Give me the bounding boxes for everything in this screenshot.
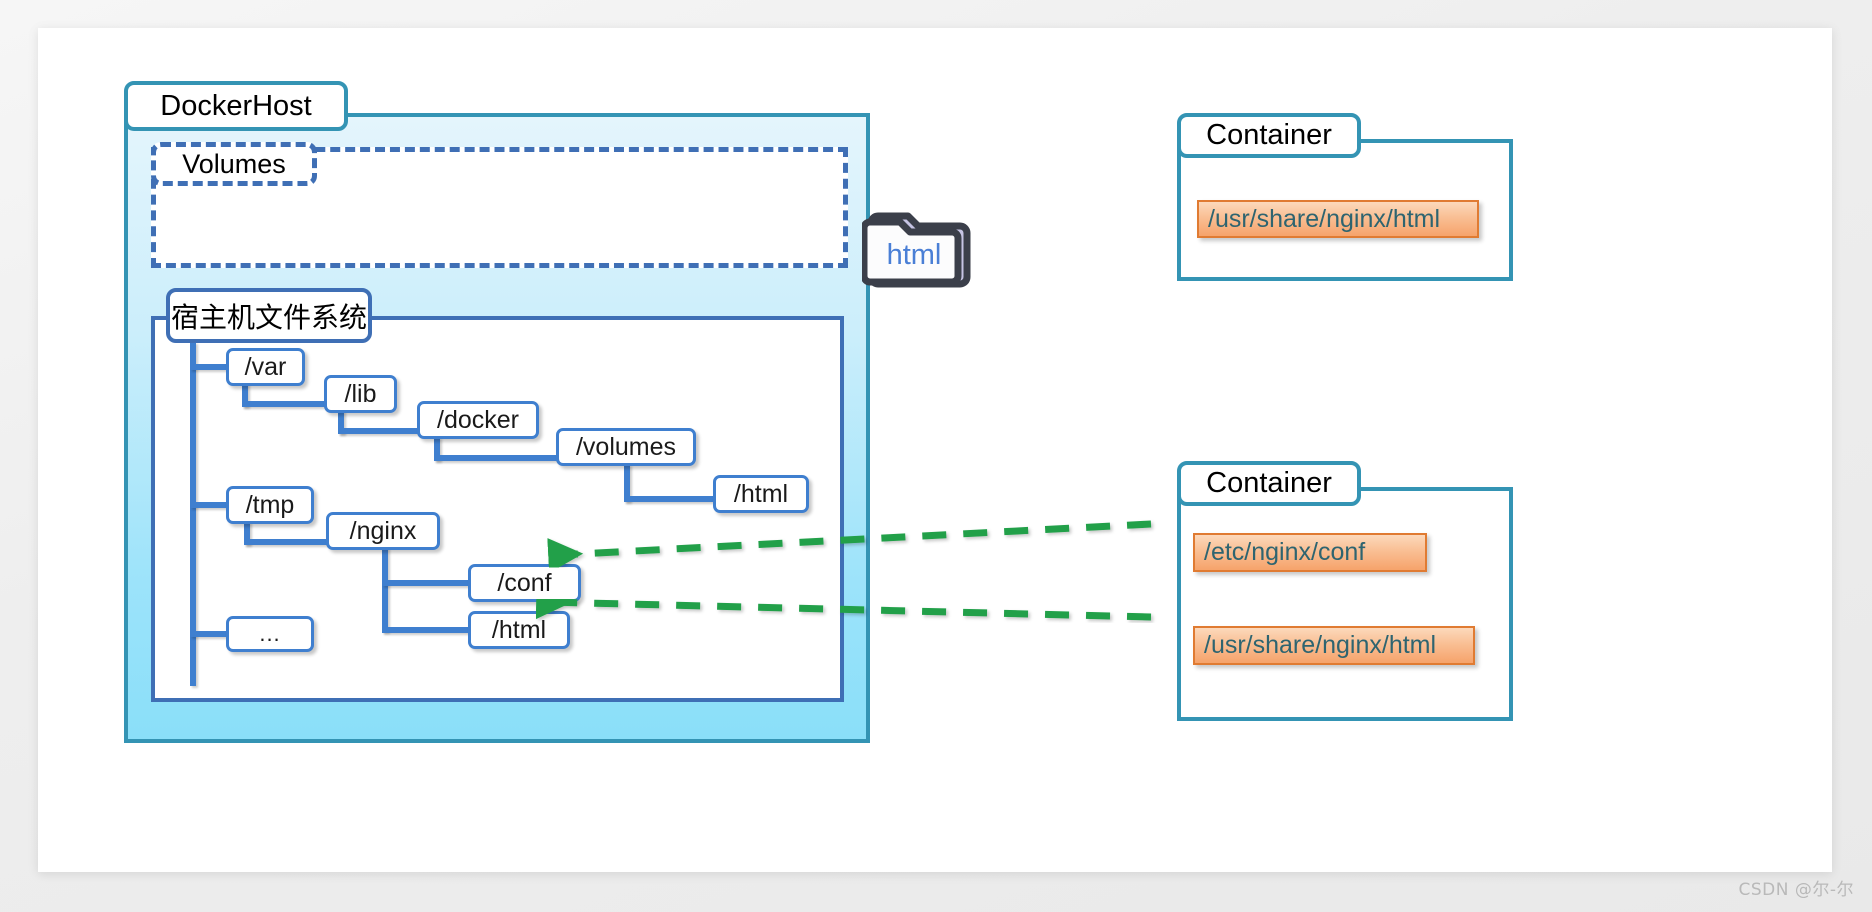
tree-line-tmp-nginx-h	[244, 539, 330, 545]
tree-node-label: /tmp	[245, 490, 295, 519]
dockerhost-title: DockerHost	[160, 89, 312, 122]
diagram-canvas: DockerHost Volumes html 宿主机文件系统	[38, 28, 1832, 872]
tree-node-label: /lib	[344, 379, 377, 408]
tree-node-label: ...	[259, 621, 281, 646]
tree-node-volumes[interactable]: /volumes	[556, 428, 696, 466]
tree-node-docker[interactable]: /docker	[417, 401, 539, 439]
container-1-title: Container	[1206, 119, 1332, 151]
container-1-path-usr-share-nginx-html[interactable]: /usr/share/nginx/html	[1197, 200, 1479, 238]
tree-node-conf[interactable]: /conf	[468, 564, 581, 602]
tree-node-ellipsis[interactable]: ...	[226, 616, 314, 652]
tree-node-tmp[interactable]: /tmp	[226, 486, 314, 524]
container-path-label: /usr/share/nginx/html	[1208, 204, 1441, 233]
tree-node-var[interactable]: /var	[226, 348, 305, 386]
tree-line-lib-docker-h	[338, 428, 420, 434]
tree-node-lib[interactable]: /lib	[324, 375, 397, 413]
tree-node-label: /conf	[497, 568, 552, 597]
volumes-title: Volumes	[182, 148, 286, 179]
tree-line-root-spine	[190, 342, 196, 686]
container-2-path-usr-share-nginx-html[interactable]: /usr/share/nginx/html	[1193, 626, 1475, 665]
container-2-path-etc-nginx-conf[interactable]: /etc/nginx/conf	[1193, 533, 1427, 572]
tree-line-docker-volumes-v	[434, 437, 440, 461]
tree-line-nginx-spine	[382, 547, 388, 632]
hostfs-title-tab: 宿主机文件系统	[166, 288, 372, 343]
tree-line-root-dots	[190, 631, 230, 637]
tree-node-label: /docker	[437, 405, 519, 434]
volumes-title-tab: Volumes	[151, 142, 317, 186]
tree-node-label: /nginx	[349, 516, 417, 545]
container-path-label: /usr/share/nginx/html	[1204, 631, 1437, 659]
tree-line-docker-volumes-h	[434, 455, 558, 461]
tree-line-volumes-html-v	[624, 464, 630, 502]
container-1-title-tab: Container	[1177, 113, 1361, 158]
tree-line-var-lib-h	[242, 401, 328, 407]
tree-line-var-lib-v	[242, 383, 248, 407]
tree-line-volumes-html-h	[624, 496, 716, 502]
tree-line-nginx-conf	[382, 580, 472, 586]
tree-line-tmp-nginx-v	[244, 521, 250, 545]
tree-node-label: /html	[491, 615, 547, 644]
tree-node-nginx[interactable]: /nginx	[326, 512, 440, 550]
container-2-title: Container	[1206, 467, 1332, 499]
tree-line-root-tmp	[190, 502, 230, 508]
tree-node-label: /volumes	[575, 432, 677, 461]
dockerhost-title-tab: DockerHost	[124, 81, 348, 131]
folder-icon: html	[860, 202, 984, 290]
tree-line-lib-docker-v	[338, 410, 344, 434]
tree-line-nginx-html	[382, 627, 472, 633]
container-2-title-tab: Container	[1177, 461, 1361, 506]
hostfs-title: 宿主机文件系统	[170, 300, 367, 334]
tree-line-root-var	[190, 364, 230, 370]
container-path-label: /etc/nginx/conf	[1204, 538, 1366, 566]
watermark: CSDN @尔-尔	[1738, 880, 1854, 900]
container-panel-2	[1177, 487, 1513, 721]
tree-node-html[interactable]: /html	[713, 475, 809, 513]
tree-node-label: /html	[733, 479, 789, 508]
container-panel-2-body	[1177, 487, 1513, 721]
tree-node-html-nginx[interactable]: /html	[468, 611, 570, 649]
tree-node-label: /var	[244, 352, 287, 381]
